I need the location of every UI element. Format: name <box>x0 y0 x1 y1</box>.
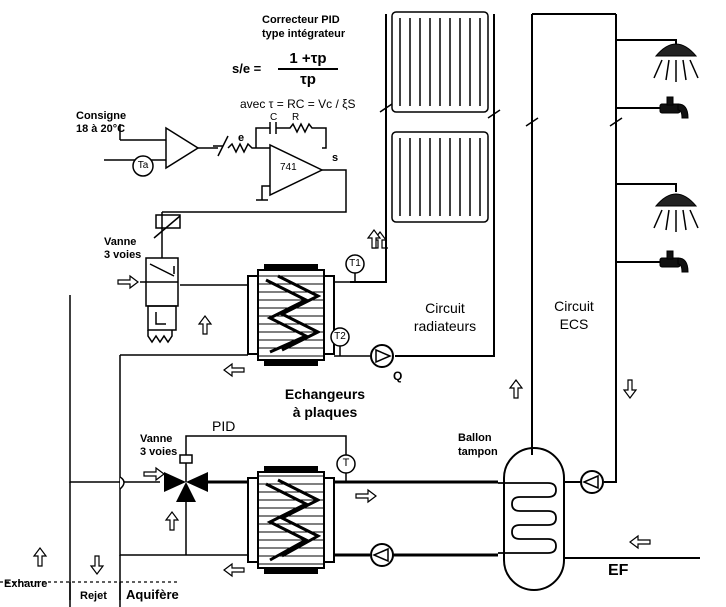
radiator-pipes <box>350 14 501 357</box>
pid-label: PID <box>212 418 236 434</box>
sensor-t2-label: T2 <box>334 331 346 342</box>
circuit-ecs-line2: ECS <box>559 316 589 332</box>
radiator-pump <box>370 344 394 368</box>
consigne-line1: Consigne <box>76 110 127 122</box>
opamp-model: 741 <box>280 162 297 173</box>
circuit-radiateurs-line1: Circuit <box>425 300 465 316</box>
sensor-t-label: T <box>342 457 350 469</box>
rejet-label: Rejet <box>80 590 107 602</box>
shower-head-icon <box>653 193 699 232</box>
ballon-line2: tampon <box>458 446 498 458</box>
transfer-lhs: s/e = <box>232 61 262 76</box>
three-way-valve-lower <box>164 454 208 502</box>
opamp-cap: C <box>270 112 278 123</box>
vanne-lower-line2: 3 voies <box>140 446 178 458</box>
sensor-t1 <box>345 254 365 282</box>
transfer-denominator: τp <box>300 71 316 88</box>
pid-title-line1: Correcteur PID <box>262 14 340 26</box>
three-way-valve-upper <box>140 212 181 344</box>
opamp-res: R <box>292 112 300 123</box>
tau-definition: avec τ = RC = Vc / ξS <box>240 97 356 111</box>
transfer-fraction: 1 +τp τp <box>278 50 338 88</box>
ballon-line1: Ballon <box>458 432 492 444</box>
faucet-icon <box>659 250 689 273</box>
ecs-pipes <box>525 13 623 483</box>
vanne-upper-line2: 3 voies <box>104 249 142 261</box>
aquifer-ground <box>0 581 180 607</box>
aquifere-label: Aquifère <box>126 587 179 602</box>
primary-pipes-thick <box>200 480 498 557</box>
ecs-pump <box>564 470 604 494</box>
transfer-numerator: 1 +τp <box>289 50 327 67</box>
opamp-output: s <box>332 152 339 164</box>
radiator-upper <box>391 11 489 113</box>
sensor-t <box>336 454 356 482</box>
sensor-ta <box>132 155 154 177</box>
circuit-ecs-line1: Circuit <box>554 298 594 314</box>
vanne-lower-line1: Vanne <box>140 433 173 445</box>
consigne-line2: 18 à 20°C <box>76 123 126 135</box>
vanne-upper-line1: Vanne <box>104 236 137 248</box>
plate-exchanger-lower <box>247 466 335 574</box>
shower-head-icon <box>653 43 699 82</box>
circuit-radiateurs-line2: radiateurs <box>413 318 477 334</box>
pipe-crossover <box>119 476 125 490</box>
exhaure-label: Exhaure <box>4 578 48 590</box>
pump-flow-label: Q <box>393 369 403 383</box>
sensor-ta-label: Ta <box>137 160 149 171</box>
echangeurs-line1: Echangeurs <box>284 386 366 402</box>
ef-label: EF <box>608 562 629 579</box>
pid-signal-line <box>185 435 347 455</box>
faucet-icon <box>659 96 689 119</box>
echangeurs-line2: à plaques <box>292 404 358 420</box>
ecs-outlets <box>616 39 677 263</box>
sensor-t2 <box>330 327 350 356</box>
opamp-input: e <box>238 132 245 144</box>
sensor-t1-label: T1 <box>349 258 361 269</box>
flow-arrows <box>32 229 651 578</box>
plate-exchanger-upper <box>247 264 335 366</box>
radiator-lower <box>391 131 489 223</box>
aquifer-pump <box>370 543 394 567</box>
ballon-tampon-tank <box>498 447 565 591</box>
pid-title-line2: type intégrateur <box>262 28 346 40</box>
